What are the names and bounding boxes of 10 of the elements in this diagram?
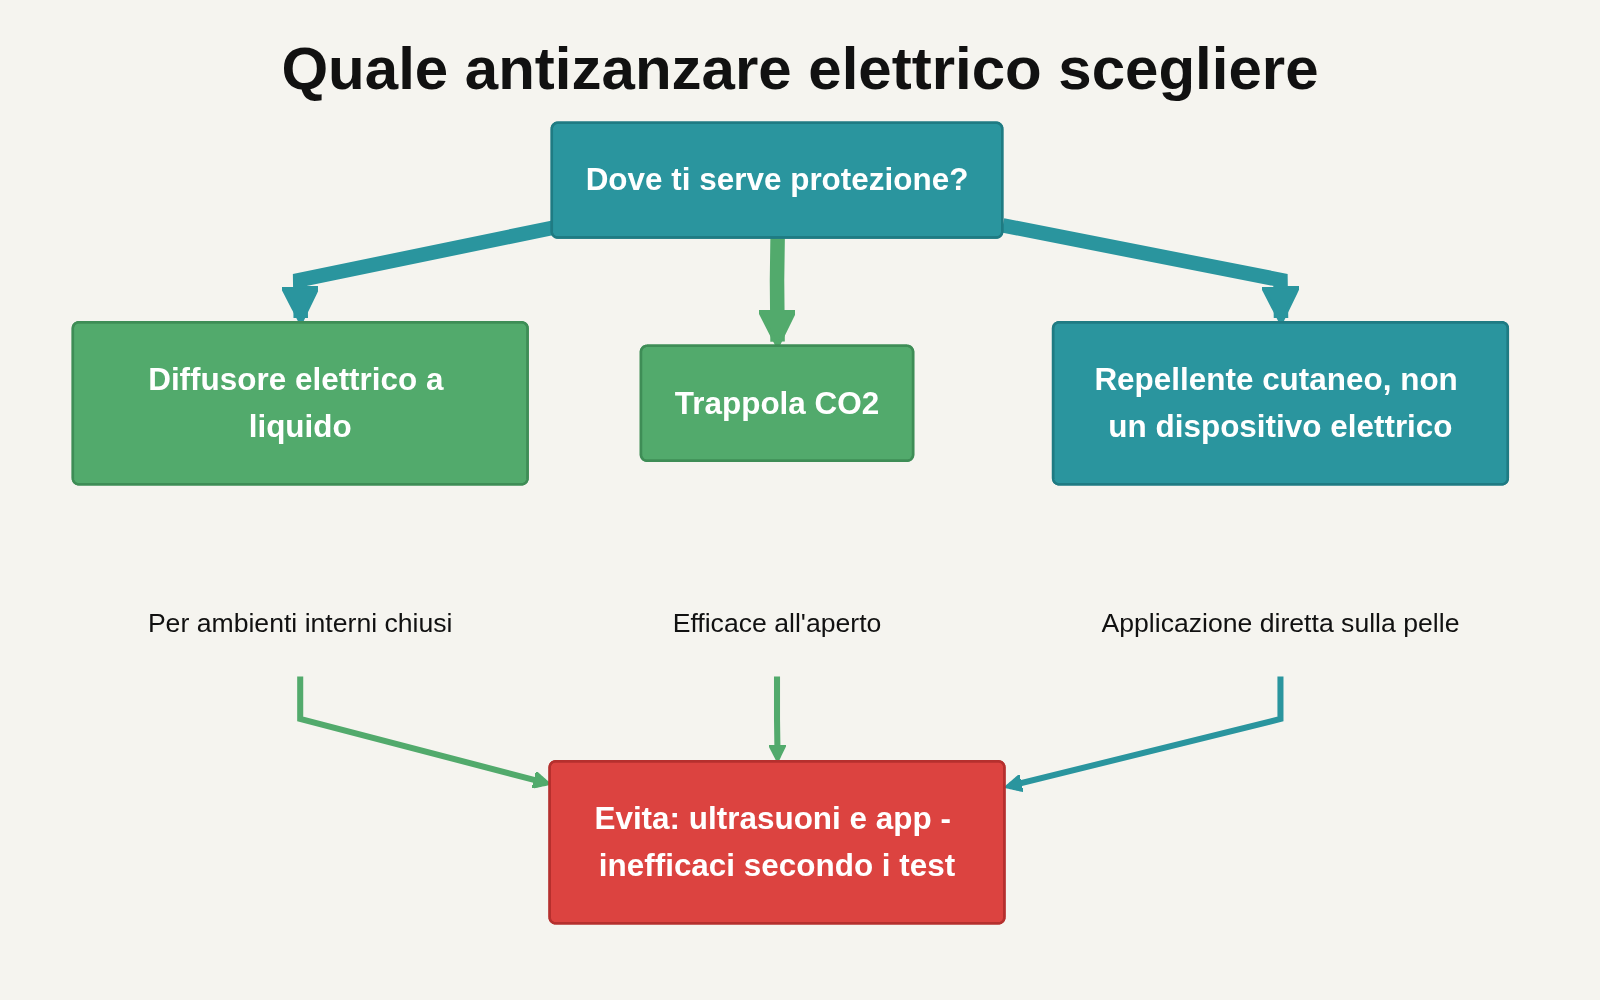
- option-box: Trappola CO2: [639, 344, 915, 462]
- arrow: [1004, 676, 1284, 793]
- option-box: Diffusore elettrico a liquido: [71, 321, 529, 486]
- option-box: Repellente cutaneo, non un dispositivo elettrico: [1051, 321, 1510, 486]
- note-text: Applicazione diretta sulla pelle: [1101, 607, 1460, 638]
- question-box: Dove ti serve protezione?: [550, 121, 1004, 239]
- note-text: Per ambienti interni chiusi: [147, 607, 453, 638]
- title: Quale antizanzare elettrico scegliere: [281, 34, 1319, 103]
- warning-box: Evita: ultrasuoni e app - inefficaci secondo i test: [548, 760, 1006, 925]
- note-text: Efficace all'aperto: [672, 607, 882, 638]
